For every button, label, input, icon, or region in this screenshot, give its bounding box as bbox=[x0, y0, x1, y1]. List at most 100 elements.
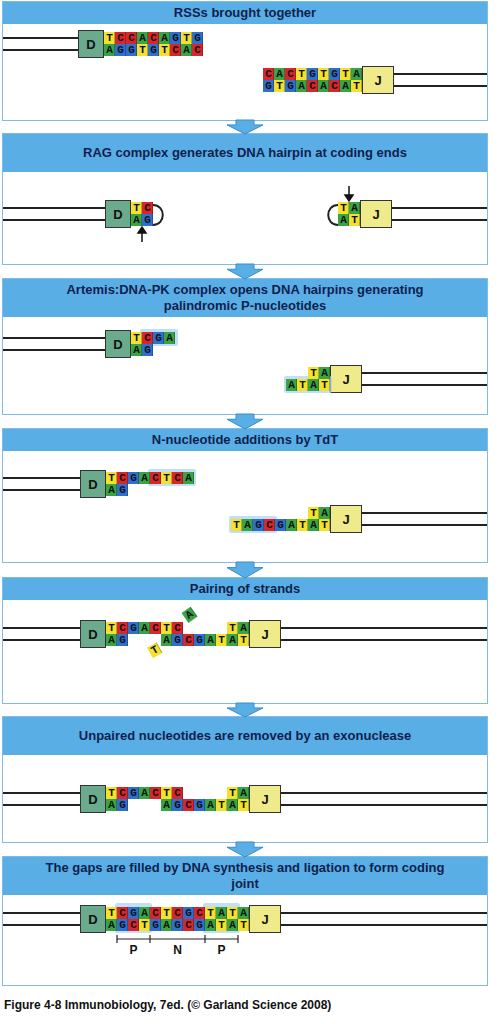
nucleotide-letters: TCGACTC bbox=[106, 622, 185, 634]
step-arrow bbox=[227, 414, 263, 429]
nucleotide-strand: AG bbox=[106, 799, 128, 811]
nucleotide-strand: CACTGTGTA bbox=[263, 68, 362, 80]
segment-label: D bbox=[88, 912, 97, 927]
segment-label: J bbox=[261, 627, 268, 642]
cleavage-arrows bbox=[138, 186, 353, 242]
gene-segment-box: D bbox=[80, 785, 106, 813]
nucleotide-strand: TC bbox=[131, 202, 153, 214]
nucleotide-letters: AGCGATAT bbox=[161, 799, 251, 811]
gene-segment-box: D bbox=[78, 30, 104, 58]
segment-label: D bbox=[88, 477, 97, 492]
dna-line bbox=[3, 477, 80, 479]
dna-line bbox=[394, 85, 487, 87]
gene-segment-box: J bbox=[249, 905, 281, 933]
dna-line bbox=[281, 924, 487, 926]
segment-label: J bbox=[374, 73, 381, 88]
nucleotide-strand: TA bbox=[308, 367, 330, 379]
gene-segment-box: J bbox=[330, 505, 362, 533]
nucleotide-letters: TA bbox=[308, 367, 332, 379]
dna-line bbox=[3, 489, 80, 491]
gene-segment-box: J bbox=[360, 200, 392, 228]
region-label: P bbox=[212, 943, 232, 957]
nucleotide-strand: GTGACACAT bbox=[263, 80, 362, 92]
nucleotide-strand: TCGACTCA bbox=[106, 472, 194, 484]
nucleotide-strand: TCGA bbox=[131, 332, 175, 344]
step-arrow bbox=[227, 703, 263, 717]
segment-label: D bbox=[88, 627, 97, 642]
step-panel: RSSs brought togetherD J bbox=[3, 2, 487, 120]
nucleotide-strand: AG bbox=[106, 634, 128, 646]
dna-line bbox=[392, 207, 487, 209]
arrow-head bbox=[345, 195, 353, 201]
step-arrow bbox=[227, 562, 263, 578]
nucleotide-letters: TA bbox=[227, 622, 251, 634]
nucleotide-letters: AG bbox=[106, 634, 130, 646]
dna-line bbox=[362, 372, 487, 374]
nucleotide-letters: TC bbox=[131, 202, 155, 214]
step-heading: Unpaired nucleotides are removed by an e… bbox=[3, 717, 487, 755]
nucleotide-letters: A bbox=[182, 606, 200, 623]
region-label: P bbox=[124, 943, 144, 957]
gene-segment-box: D bbox=[105, 330, 131, 358]
nucleotide-letters: GTGACACAT bbox=[263, 80, 364, 92]
segment-label: D bbox=[113, 337, 122, 352]
step-arrow bbox=[227, 120, 263, 134]
gene-segment-box: J bbox=[249, 785, 281, 813]
dna-line bbox=[362, 384, 487, 386]
nucleotide-letters: AGCTGAGCGATAT bbox=[106, 919, 251, 931]
gene-segment-box: J bbox=[249, 620, 281, 648]
bracket-tick bbox=[237, 935, 238, 943]
nucleotide-strand: AG bbox=[131, 344, 153, 356]
nucleotide-strand: AGCGATAT bbox=[161, 634, 249, 646]
nucleotide-strand: TA bbox=[338, 202, 360, 214]
nucleotide-letters: TA bbox=[338, 202, 362, 214]
nucleotide-strand: A bbox=[182, 607, 198, 623]
segment-label: J bbox=[342, 372, 349, 387]
nucleotide-letters: AGGTGTCAC bbox=[104, 44, 205, 56]
nucleotide-strand: TA bbox=[227, 787, 249, 799]
nucleotide-letters: AG bbox=[131, 214, 155, 226]
nucleotide-letters: AT bbox=[338, 214, 362, 226]
segment-label: J bbox=[372, 207, 379, 222]
dna-line bbox=[3, 49, 78, 51]
nucleotide-strand: TA bbox=[227, 622, 249, 634]
step-heading: RSSs brought together bbox=[3, 2, 487, 24]
nucleotide-letters: ATAT bbox=[286, 379, 332, 391]
p-highlight bbox=[284, 376, 332, 393]
nucleotide-letters: TCGACTCA bbox=[106, 472, 196, 484]
nucleotide-letters: TCCACAGTG bbox=[104, 32, 205, 44]
dna-line bbox=[281, 912, 487, 914]
segment-label: J bbox=[261, 792, 268, 807]
dna-line bbox=[3, 37, 78, 39]
nucleotide-letters: TCGACTCGCTATA bbox=[106, 907, 251, 919]
nucleotide-letters: AGCGATAT bbox=[161, 634, 251, 646]
nucleotide-letters: AG bbox=[106, 484, 130, 496]
nucleotide-strand: AGCTGAGCGATAT bbox=[106, 919, 249, 931]
nucleotide-strand: AGCGATAT bbox=[161, 799, 249, 811]
dna-line bbox=[3, 792, 80, 794]
dna-line bbox=[3, 804, 80, 806]
gene-segment-box: J bbox=[362, 66, 394, 94]
nucleotide-letters: TAGCGATAT bbox=[231, 519, 332, 531]
step-arrow bbox=[227, 264, 263, 279]
nucleotide-letters: TCGA bbox=[131, 332, 177, 344]
bracket-tick bbox=[116, 935, 117, 943]
dna-line bbox=[281, 792, 487, 794]
nucleotide-strand: AG bbox=[106, 484, 128, 496]
dna-backbones bbox=[3, 38, 487, 925]
step-panel: N-nucleotide additions by TdT D J bbox=[3, 429, 487, 562]
gene-segment-box: J bbox=[330, 365, 362, 393]
dna-line bbox=[281, 804, 487, 806]
bracket-tick bbox=[204, 935, 205, 943]
step-heading: N-nucleotide additions by TdT bbox=[3, 429, 487, 451]
region-label: N bbox=[168, 943, 188, 957]
nucleotide-strand: AGGTGTCAC bbox=[104, 44, 203, 56]
dna-line bbox=[3, 349, 105, 351]
nucleotide-letters: TA bbox=[308, 507, 332, 519]
nucleotide-letters: TCGACTC bbox=[106, 787, 185, 799]
nucleotide-strand: TAGCGATAT bbox=[231, 519, 330, 531]
step-panel: Unpaired nucleotides are removed by an e… bbox=[3, 717, 487, 842]
segment-label: J bbox=[261, 912, 268, 927]
